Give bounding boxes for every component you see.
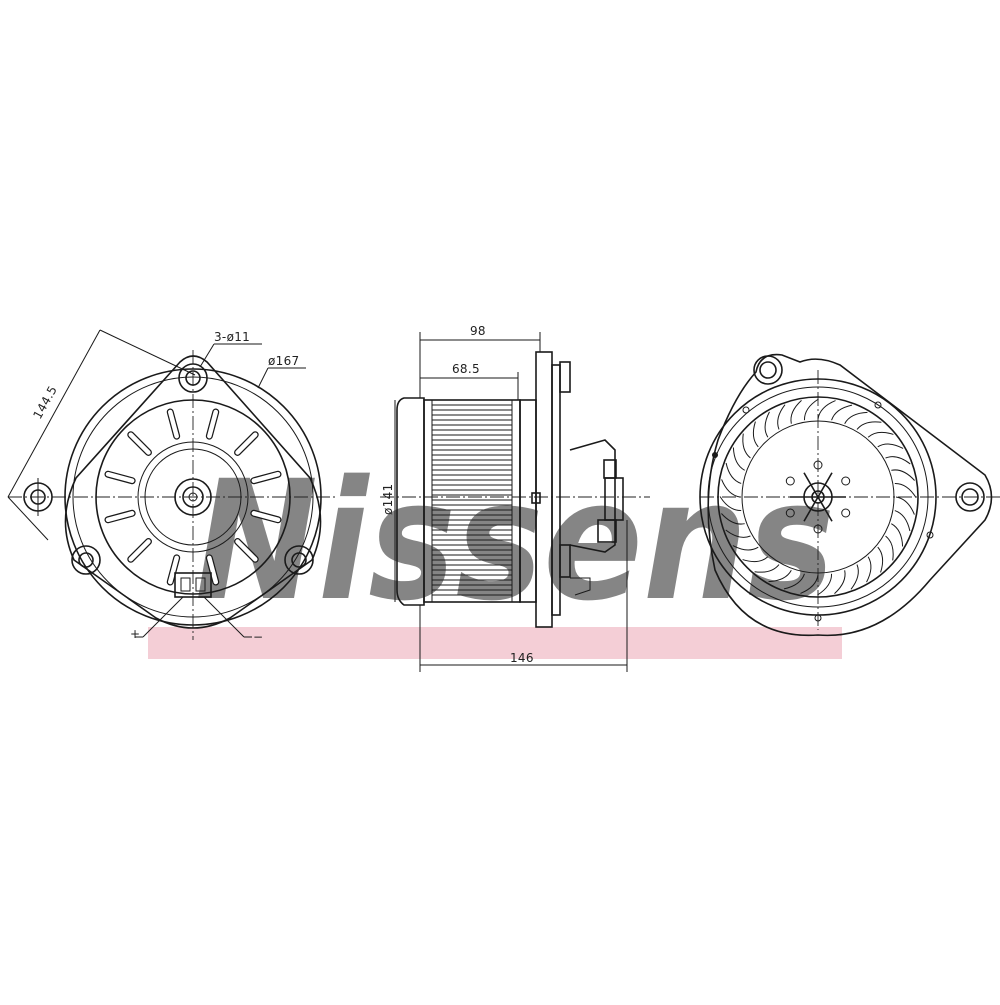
ventilation-slot-inner bbox=[235, 432, 258, 455]
fan-blade bbox=[764, 411, 770, 438]
overall-depth-dimension: 98 bbox=[419, 324, 541, 398]
hub-spoke bbox=[817, 496, 833, 522]
hole-spacing-label: 144.5 bbox=[30, 383, 60, 421]
ventilation-slot-inner bbox=[128, 432, 151, 455]
fan-blade bbox=[850, 564, 859, 590]
fan-blade bbox=[891, 469, 915, 481]
mount-hole-top bbox=[178, 363, 208, 393]
fan-blade bbox=[721, 513, 745, 525]
hub-spoke bbox=[817, 472, 833, 498]
fan-blade bbox=[867, 431, 894, 438]
middle-view-side: 98 68.5 ø141 146 bbox=[380, 324, 650, 672]
ventilation-slot-inner bbox=[251, 471, 281, 483]
fan-blade bbox=[877, 443, 904, 449]
mount-holes-callout: 3-ø11 bbox=[199, 330, 262, 368]
mount-holes-label: 3-ø11 bbox=[214, 330, 250, 344]
fan-blade bbox=[721, 479, 741, 498]
overall-length-dimension: 146 bbox=[419, 520, 628, 672]
fan-blade bbox=[719, 496, 742, 512]
fan-wheel-blades bbox=[431, 400, 513, 602]
ventilation-slot-inner bbox=[251, 511, 281, 523]
ventilation-slot-inner bbox=[167, 409, 179, 439]
fan-blade bbox=[800, 574, 819, 594]
fan-blades bbox=[719, 398, 917, 596]
hub-hole bbox=[841, 476, 851, 486]
ventilation-slot-inner bbox=[105, 471, 135, 483]
hole-spacing-dimension: 144.5 bbox=[7, 329, 196, 541]
fan-blade bbox=[894, 482, 917, 498]
ventilation-slots bbox=[104, 408, 282, 586]
hub-holes bbox=[785, 460, 851, 534]
right-view-fan-end bbox=[699, 353, 1000, 637]
fan-blade bbox=[817, 400, 836, 420]
ventilation-slot-inner bbox=[207, 409, 219, 439]
fan-blade bbox=[817, 573, 833, 596]
fan-blade bbox=[742, 556, 769, 563]
fan-blade bbox=[768, 570, 792, 583]
fan-blade bbox=[856, 421, 882, 430]
terminal-negative-label: − bbox=[253, 630, 263, 644]
pcd-callout: ø167 bbox=[257, 354, 306, 389]
fan-blade bbox=[742, 433, 751, 459]
fan-blade bbox=[885, 535, 894, 561]
mount-hole-left bbox=[71, 545, 101, 575]
fan-blade bbox=[877, 546, 884, 573]
hub-hole bbox=[841, 508, 851, 518]
overall-length-label: 146 bbox=[510, 651, 534, 665]
electrical-connector bbox=[174, 572, 212, 598]
wheel-diameter-label: ø141 bbox=[381, 484, 395, 515]
fan-blade bbox=[803, 398, 819, 421]
hub-hole bbox=[785, 476, 795, 486]
ventilation-slot-inner bbox=[105, 511, 135, 523]
fan-blade bbox=[831, 404, 853, 421]
fan-blade bbox=[894, 510, 911, 532]
overall-depth-label: 98 bbox=[470, 324, 486, 338]
hub-hole bbox=[813, 524, 823, 534]
fan-blade bbox=[790, 400, 802, 424]
left-view-motor-end: 144.5 3-ø11 ø167 + − bbox=[7, 329, 338, 644]
ventilation-slot-inner bbox=[235, 539, 258, 562]
fan-blade bbox=[725, 462, 742, 484]
fan-blade bbox=[732, 545, 759, 551]
wheel-depth-label: 68.5 bbox=[452, 362, 480, 376]
watermark-band bbox=[148, 627, 842, 659]
fan-blade bbox=[777, 404, 786, 430]
fan-blade bbox=[783, 573, 805, 590]
terminal-callouts: + − bbox=[130, 596, 263, 644]
fan-blade bbox=[752, 421, 759, 448]
fan-blade bbox=[866, 556, 872, 583]
ventilation-slot-inner bbox=[207, 555, 219, 585]
fan-blade bbox=[844, 411, 868, 424]
fan-blade bbox=[834, 570, 846, 594]
fan-blade bbox=[891, 523, 904, 547]
fan-blade bbox=[754, 564, 780, 573]
terminal-positive-label: + bbox=[130, 627, 140, 641]
pcd-label: ø167 bbox=[268, 354, 299, 368]
mount-hole-right bbox=[284, 545, 314, 575]
ventilation-slot-inner bbox=[167, 555, 179, 585]
hub-spokes bbox=[790, 472, 846, 522]
wheel-depth-dimension: 68.5 bbox=[420, 362, 519, 400]
wheel-diameter-dimension: ø141 bbox=[381, 400, 396, 602]
fan-blade bbox=[885, 456, 911, 465]
fan-blade bbox=[895, 496, 915, 515]
fan-blade bbox=[725, 529, 751, 538]
ventilation-slot-inner bbox=[128, 539, 151, 562]
fan-blade bbox=[732, 447, 745, 471]
hub-spoke bbox=[803, 496, 819, 522]
hub-spoke bbox=[803, 472, 819, 498]
hub-hole bbox=[813, 460, 823, 470]
hub-hole bbox=[785, 508, 795, 518]
